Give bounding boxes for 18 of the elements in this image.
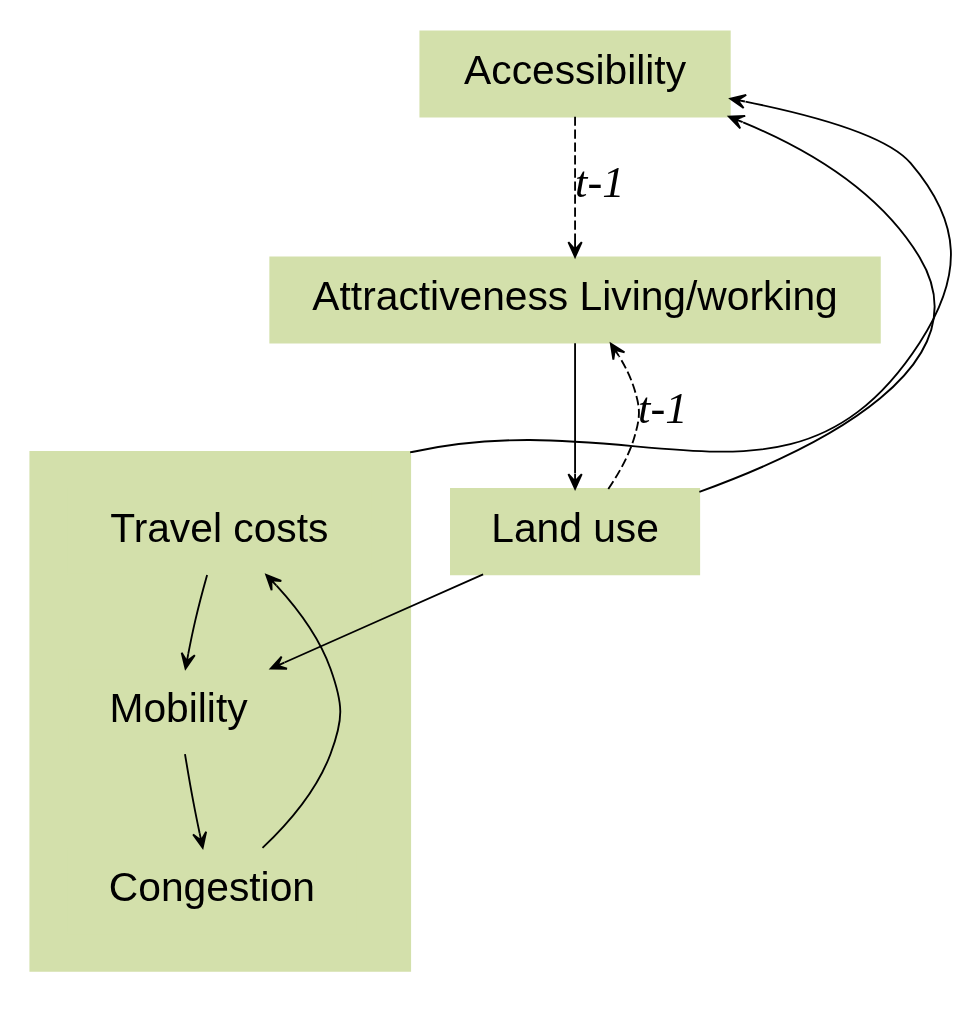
arrow bbox=[261, 573, 342, 849]
node-box: Attractiveness Living/working bbox=[269, 256, 881, 344]
arrow bbox=[409, 94, 952, 454]
node-text: Mobility bbox=[109, 684, 248, 731]
arrow bbox=[567, 115, 583, 258]
arrow bbox=[269, 573, 485, 670]
arrow bbox=[184, 753, 208, 849]
edge-label: t-1 bbox=[575, 156, 625, 207]
arrow bbox=[698, 115, 936, 493]
edge-label: t-1 bbox=[638, 382, 688, 433]
node-text: Congestion bbox=[108, 864, 316, 911]
node-text: Travel costs bbox=[110, 505, 329, 552]
node-box: Land use bbox=[450, 488, 701, 576]
cluster bbox=[29, 451, 412, 972]
node-box: Accessibility bbox=[419, 30, 731, 118]
arrow bbox=[607, 342, 640, 490]
arrow bbox=[180, 574, 209, 670]
arrow bbox=[567, 342, 583, 490]
